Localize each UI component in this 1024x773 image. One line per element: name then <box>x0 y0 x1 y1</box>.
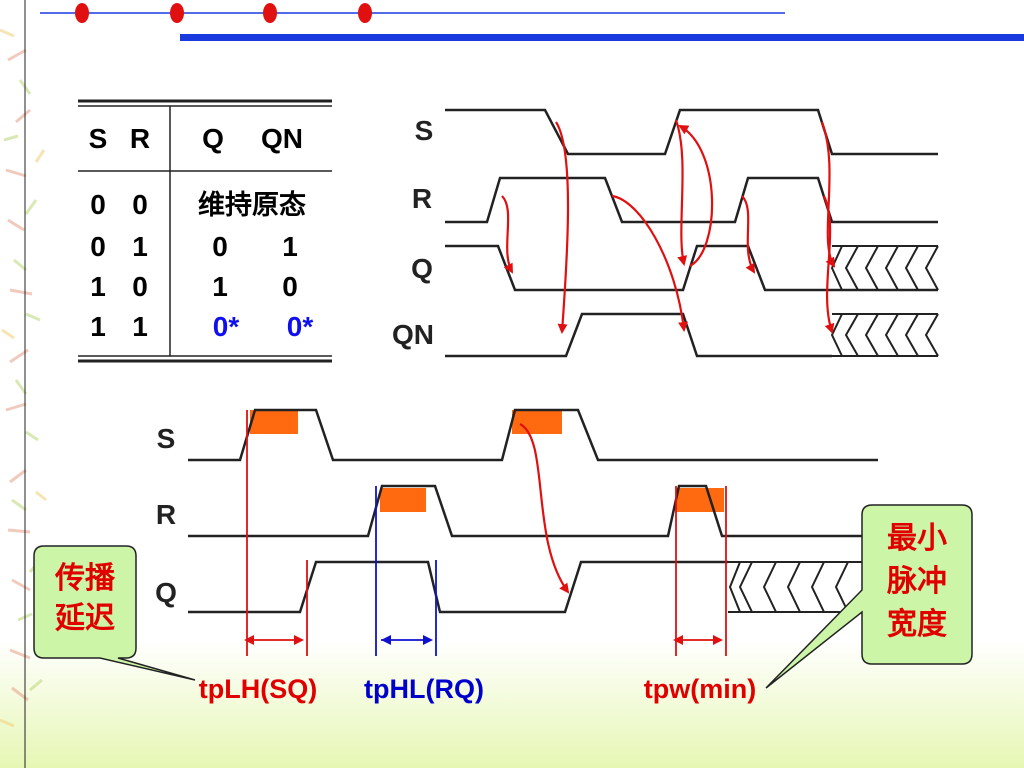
timing-markers <box>244 410 727 656</box>
callout-min-pulse-width: 最小 脉冲 宽度 <box>765 504 973 689</box>
bottom-gradient <box>0 640 1024 768</box>
top-blue-bar <box>180 34 1024 41</box>
bottom-causal-arrow <box>519 423 570 594</box>
top-qn-hatch <box>830 313 939 357</box>
orange-bar-2 <box>512 410 562 434</box>
bottom-label-s: S <box>157 423 176 454</box>
label-tphl: tpHL(RQ) <box>364 674 484 704</box>
top-label-s: S <box>415 115 434 146</box>
orange-bar-1 <box>250 410 298 434</box>
row2-qn: 1 <box>282 231 298 262</box>
label-tpw: tpw(min) <box>644 674 756 704</box>
table-header-r: R <box>130 123 150 154</box>
top-waveform-qn <box>445 312 832 358</box>
red-dots <box>75 3 372 23</box>
orange-bar-4 <box>676 488 724 512</box>
row2-s: 0 <box>90 231 106 262</box>
callout-left-line1: 传播 <box>54 561 116 596</box>
top-waveform-q <box>445 244 938 292</box>
top-causal-arrows <box>501 119 836 334</box>
row4-qn: 0* <box>287 311 314 342</box>
row3-qn: 0 <box>282 271 298 302</box>
top-waveform-s <box>445 108 938 156</box>
bottom-q-hatch <box>728 561 868 613</box>
row2-r: 1 <box>132 231 148 262</box>
row4-s: 1 <box>90 311 106 342</box>
truth-table: S R Q QN 0 0 维持原态 0 1 0 1 1 0 1 0 1 1 0*… <box>78 99 332 363</box>
row3-s: 1 <box>90 271 106 302</box>
row4-r: 1 <box>132 311 148 342</box>
row2-q: 0 <box>212 231 228 262</box>
callout-right-line2: 脉冲 <box>887 564 947 599</box>
top-q-hatch <box>830 245 939 291</box>
bottom-timing-diagram: S R Q tpLH(SQ) tpHL(RQ) tpw(min) <box>155 408 878 704</box>
orange-bar-3 <box>380 488 426 512</box>
row1-out: 维持原态 <box>198 190 306 221</box>
row3-q: 1 <box>212 271 228 302</box>
bottom-label-q: Q <box>155 577 177 608</box>
callout-propagation-delay: 传播 延迟 <box>33 545 196 681</box>
row4-q: 0* <box>213 311 240 342</box>
label-tplh: tpLH(SQ) <box>199 674 317 704</box>
bottom-label-r: R <box>156 499 176 530</box>
top-waveform-r <box>445 176 938 224</box>
row1-s: 0 <box>90 189 106 220</box>
row1-r: 0 <box>132 189 148 220</box>
callout-right-line3: 宽度 <box>887 607 947 642</box>
table-header-s: S <box>89 123 108 154</box>
bottom-waveform-r <box>188 484 878 538</box>
top-label-qn: QN <box>392 319 434 350</box>
top-timing-diagram: S R Q QN <box>392 108 939 358</box>
table-header-qn: QN <box>261 123 303 154</box>
top-label-r: R <box>412 183 432 214</box>
bottom-waveform-q <box>188 560 728 614</box>
top-label-q: Q <box>411 253 433 284</box>
callout-right-line1: 最小 <box>887 521 947 556</box>
table-header-q: Q <box>202 123 224 154</box>
callout-left-line2: 延迟 <box>54 601 115 636</box>
row3-r: 0 <box>132 271 148 302</box>
